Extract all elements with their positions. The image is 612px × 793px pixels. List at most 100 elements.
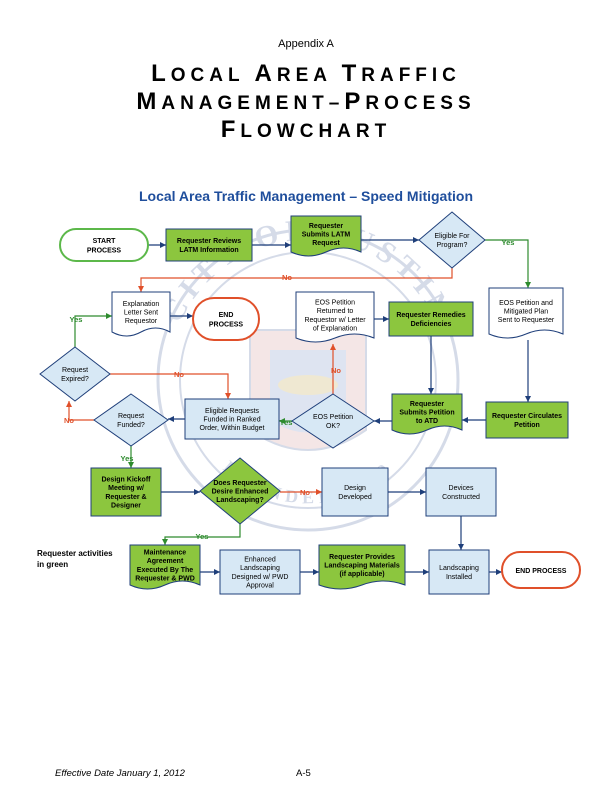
node-kickoff-text: Meeting w/	[108, 485, 144, 492]
edge-label-landscaping-yes: Yes	[196, 532, 209, 541]
page-number: A-5	[296, 768, 311, 779]
node-reviews-text: LATM Information	[179, 247, 238, 254]
node-maintenance-text: Executed By The	[137, 567, 194, 574]
page-title-line-2: MANAGEMENT–PROCESS	[136, 88, 476, 115]
edge-label-funded-yes: Yes	[121, 454, 134, 463]
node-eos-mitigated-text: Mitigated Plan	[504, 308, 548, 315]
flowchart-subtitle: Local Area Traffic Management – Speed Mi…	[139, 188, 473, 204]
node-enhanced-text: Approval	[246, 582, 274, 589]
node-remedies-text: Deficiencies	[411, 321, 452, 328]
edge-expired-yes	[74, 313, 112, 347]
node-explanation-text: Explanation	[123, 301, 160, 308]
node-enhanced-text: Enhanced	[244, 557, 276, 564]
node-eligible-text: Program?	[437, 242, 468, 249]
node-ranked-text: Funded in Ranked	[203, 416, 260, 423]
node-submits-text: Submits LATM	[302, 231, 351, 238]
edge-eligible-yes	[485, 239, 531, 288]
node-expired-text: Request	[62, 367, 88, 374]
node-eos-mitigated-text: Sent to Requester	[498, 317, 555, 324]
node-maintenance-text: Agreement	[147, 558, 184, 565]
node-kickoff-text: Designer	[111, 502, 141, 509]
node-end1-text: END	[219, 312, 234, 319]
node-end2-text: END PROCESS	[516, 568, 567, 575]
node-explanation-text: Requestor	[125, 318, 158, 325]
node-end1: END PROCESS	[192, 297, 260, 341]
node-start-text: PROCESS	[87, 248, 122, 255]
node-submits-atd-text: Requester	[410, 401, 445, 408]
node-submits-atd-text: Submits Petition	[399, 409, 454, 416]
node-devices-text: Devices	[449, 485, 474, 492]
node-enhanced-text: Landscaping	[240, 565, 280, 572]
node-eos-ok-text: OK?	[326, 423, 340, 430]
node-landscaping-q-text: Landscaping?	[216, 497, 263, 504]
node-design-text: Developed	[338, 494, 372, 501]
node-installed-text: Installed	[446, 574, 472, 581]
edge-expired-no	[110, 373, 231, 399]
node-installed-text: Landscaping	[439, 565, 479, 572]
page-title-line-1: LOCAL AREA TRAFFIC	[151, 60, 461, 87]
node-enhanced-text: Designed w/ PWD	[232, 574, 289, 581]
node-eos-returned-text: Returned to	[317, 308, 354, 315]
node-eos-returned-text: of Explanation	[313, 325, 357, 332]
node-circulates-text: Petition	[514, 422, 540, 429]
node-start: START PROCESS	[59, 228, 149, 262]
edge-label-eligible-no: No	[282, 273, 292, 282]
node-eos-mitigated-text: EOS Petition and	[499, 300, 553, 307]
page-title-line-3: FLOWCHART	[220, 116, 392, 143]
node-eos-returned-text: EOS Petition	[315, 300, 355, 307]
node-materials-text: Requester Provides	[329, 554, 395, 561]
node-eos-ok-text: EOS Petition	[313, 414, 353, 421]
node-submits-text: Requester	[309, 223, 344, 230]
node-eligible-text: Eligible For	[434, 233, 470, 240]
edge-label-eligible-yes: Yes	[502, 238, 515, 247]
edge-label-landscaping-no: No	[300, 488, 310, 497]
node-landscaping-q-text: Desire Enhanced	[212, 488, 269, 495]
node-devices-text: Constructed	[442, 494, 480, 501]
node-materials-text: Landscaping Materials	[324, 562, 400, 569]
node-maintenance-text: Requester & PWD	[135, 575, 195, 582]
node-submits-atd-text: to ATD	[416, 418, 438, 425]
node-ranked-text: Order, Within Budget	[200, 425, 265, 432]
node-funded-text: Funded?	[117, 422, 145, 429]
edge-funded-no	[66, 401, 94, 421]
edge-label-expired-no: No	[174, 370, 184, 379]
legend-note-line-2: in green	[37, 560, 69, 569]
edge-landscaping-yes	[162, 524, 241, 545]
node-eos-returned-text: Requestor w/ Letter	[304, 317, 366, 324]
node-materials-text: (if applicable)	[339, 571, 384, 578]
node-maintenance-text: Maintenance	[144, 550, 187, 557]
node-kickoff-text: Requester &	[105, 494, 146, 501]
node-funded-text: Request	[118, 413, 144, 420]
node-design-text: Design	[344, 485, 366, 492]
node-circulates-text: Requester Circulates	[492, 413, 562, 420]
node-end1-text: PROCESS	[209, 322, 244, 329]
edge-eligible-no	[138, 268, 453, 292]
node-submits-text: Request	[312, 240, 340, 247]
appendix-label: Appendix A	[278, 38, 334, 50]
edge-label-expired-yes: Yes	[70, 315, 83, 324]
node-explanation-text: Letter Sent	[124, 309, 158, 316]
node-remedies-text: Requester Remedies	[396, 312, 465, 319]
node-start-text: START	[93, 238, 117, 245]
